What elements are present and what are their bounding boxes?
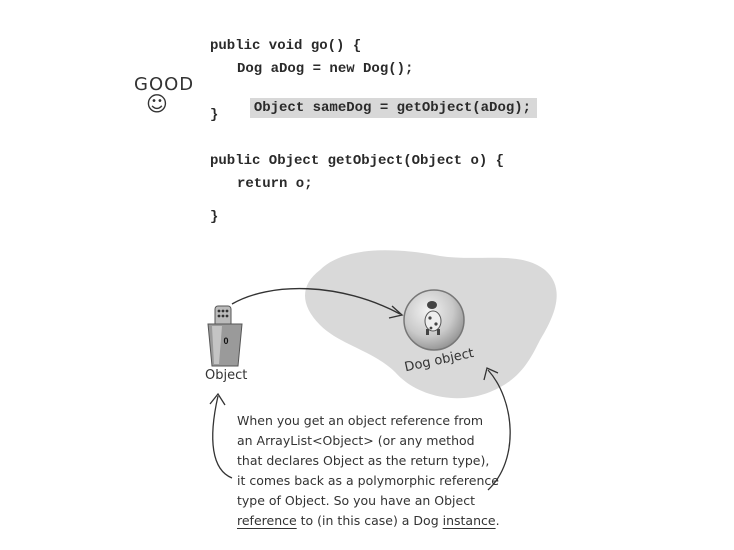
- reference-arrow: [231, 287, 401, 315]
- note-period: .: [495, 513, 500, 528]
- code-line-getobject-signature: public Object getObject(Object o) {: [210, 153, 505, 169]
- code-line-new-dog: Dog aDog = new Dog();: [237, 61, 414, 77]
- note-line: that declares Object as the return type)…: [237, 453, 490, 468]
- note-line: it comes back as a polymorphic reference: [237, 473, 499, 488]
- dog-icon: [424, 301, 442, 335]
- note-line: When you get an object reference from: [237, 413, 484, 428]
- code-line-get-object-call: Object sameDog = getObject(aDog);: [233, 84, 538, 118]
- explanation-note: When you get an object reference from an…: [237, 411, 527, 531]
- good-annotation: GOOD: [134, 74, 195, 95]
- remote-label: 0: [223, 336, 228, 346]
- object-reference-remote-icon: [207, 305, 243, 367]
- note-arrow-left: [212, 395, 233, 479]
- code-line-return: return o;: [237, 176, 313, 192]
- note-line: an ArrayList<Object> (or any method: [237, 433, 475, 448]
- highlighted-code: Object sameDog = getObject(aDog);: [249, 98, 538, 118]
- note-text: to (in this case) a Dog: [296, 513, 443, 528]
- reference-word: reference: [237, 513, 297, 528]
- note-line: reference to (in this case) a Dog instan…: [237, 511, 527, 531]
- note-line: type of Object. So you have an Object: [237, 493, 475, 508]
- object-label: Object: [205, 368, 248, 383]
- instance-word: instance: [442, 513, 496, 528]
- note-arrow-right: [487, 369, 511, 491]
- code-line-close-brace-2: }: [210, 209, 219, 225]
- code-line-close-brace-1: }: [210, 107, 219, 123]
- code-line-go-signature: public void go() {: [210, 38, 362, 54]
- smiley-icon: ☺: [146, 92, 168, 116]
